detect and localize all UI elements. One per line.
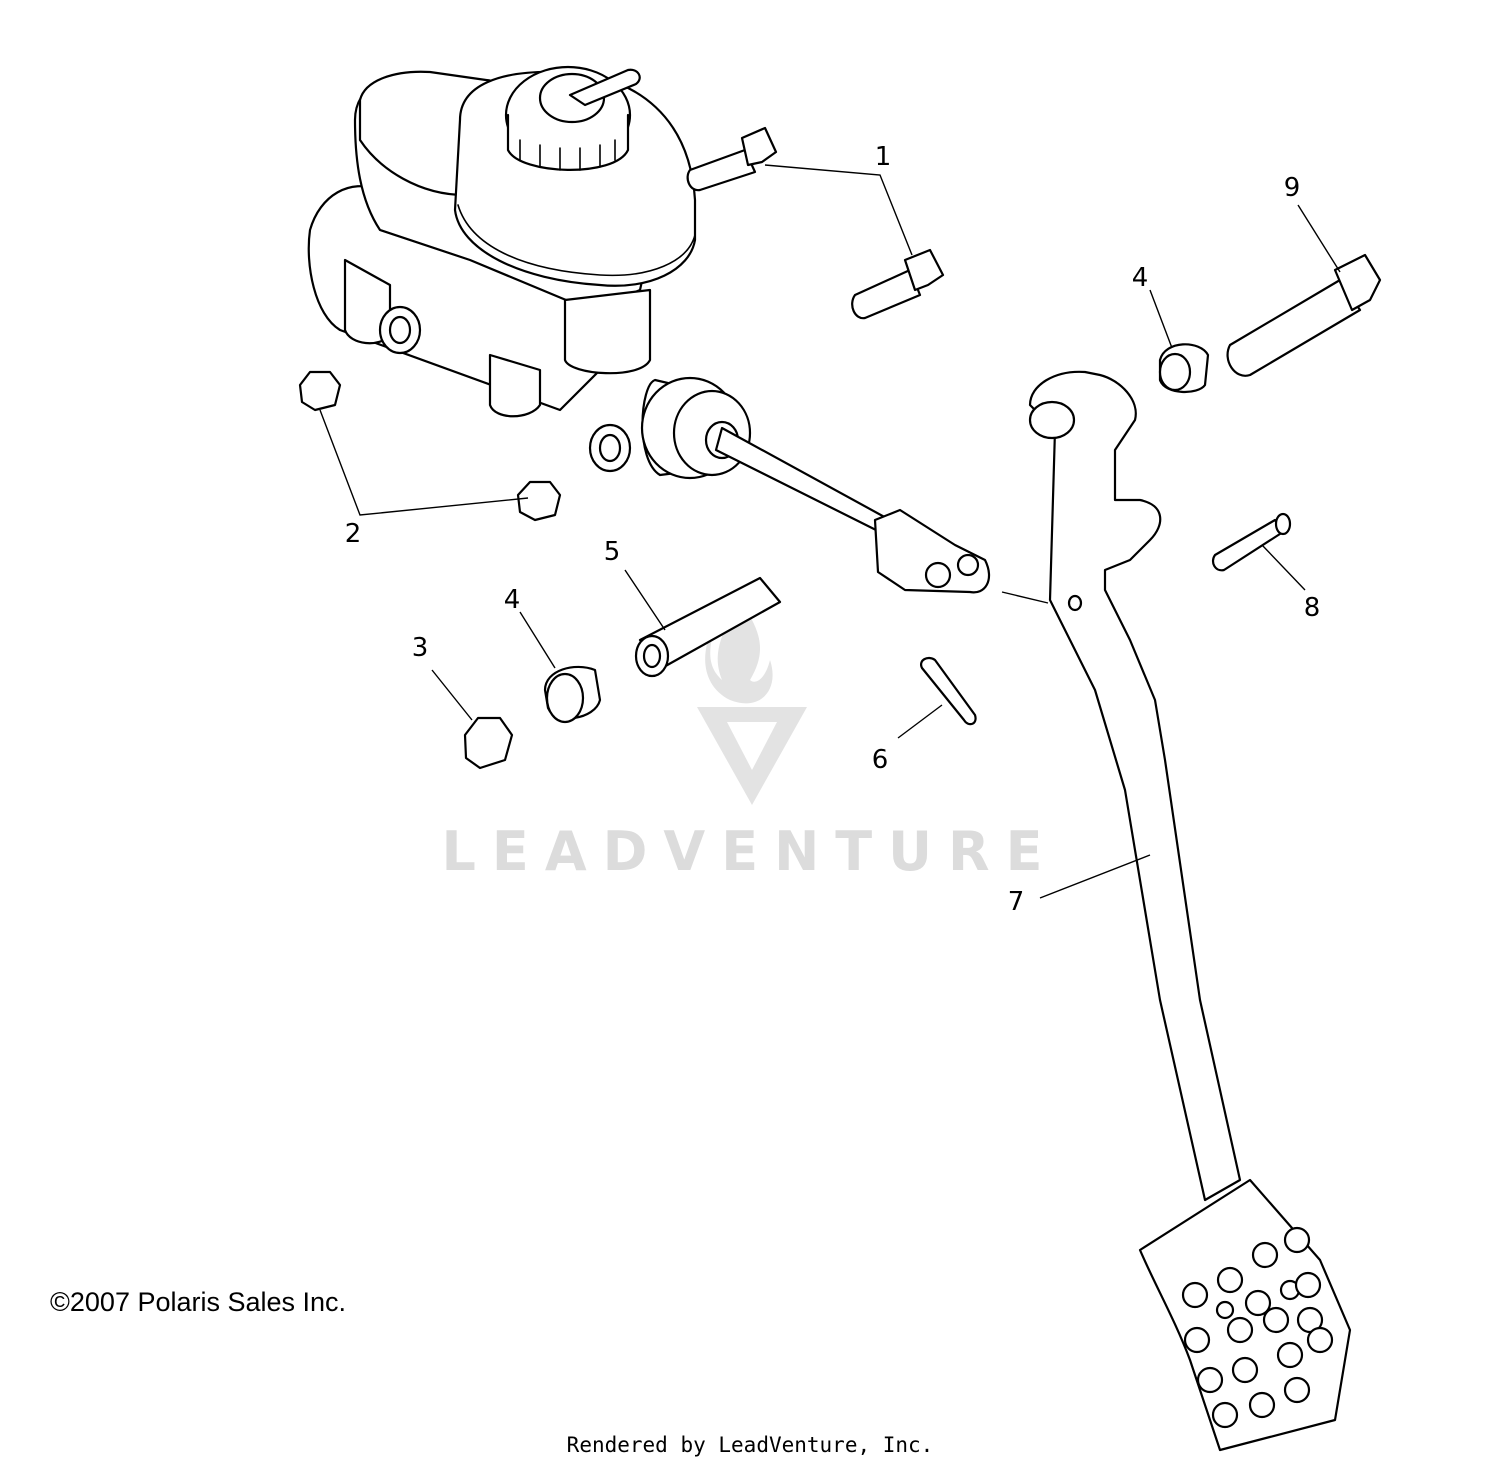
callout-5: 5 [604,537,621,567]
callout-2: 2 [345,519,362,549]
flame-icon [705,600,773,704]
part-6-cotter-pin [920,656,977,726]
callout-6: 6 [872,745,889,775]
chevron-v-icon [697,707,807,805]
part-5-sleeve [634,576,782,678]
render-credit: Rendered by LeadVenture, Inc. [567,1433,934,1457]
callout-1: 1 [875,142,892,172]
part-4-bushings [543,343,1210,724]
callout-9: 9 [1284,173,1301,203]
part-1-bolts [686,126,945,320]
callout-4-left: 4 [504,585,521,615]
callout-3: 3 [412,633,429,663]
watermark-logo: LEADVENTURE [442,600,1059,883]
part-7-brake-pedal [1028,370,1352,1452]
watermark-text: LEADVENTURE [442,820,1059,883]
leader-lines [319,164,1341,899]
part-9-pivot-bolt [1226,253,1382,377]
part-8-clevis-pin [1211,512,1292,572]
callout-7: 7 [1008,887,1025,917]
callout-4-right: 4 [1132,263,1149,293]
callout-8: 8 [1304,593,1321,623]
callouts: 1 2 3 4 4 5 6 7 8 9 [345,142,1321,917]
part-2-nuts [298,370,562,522]
master-cylinder [307,65,991,594]
part-3-nut [463,716,514,770]
copyright-notice: ©2007 Polaris Sales Inc. [50,1287,346,1317]
